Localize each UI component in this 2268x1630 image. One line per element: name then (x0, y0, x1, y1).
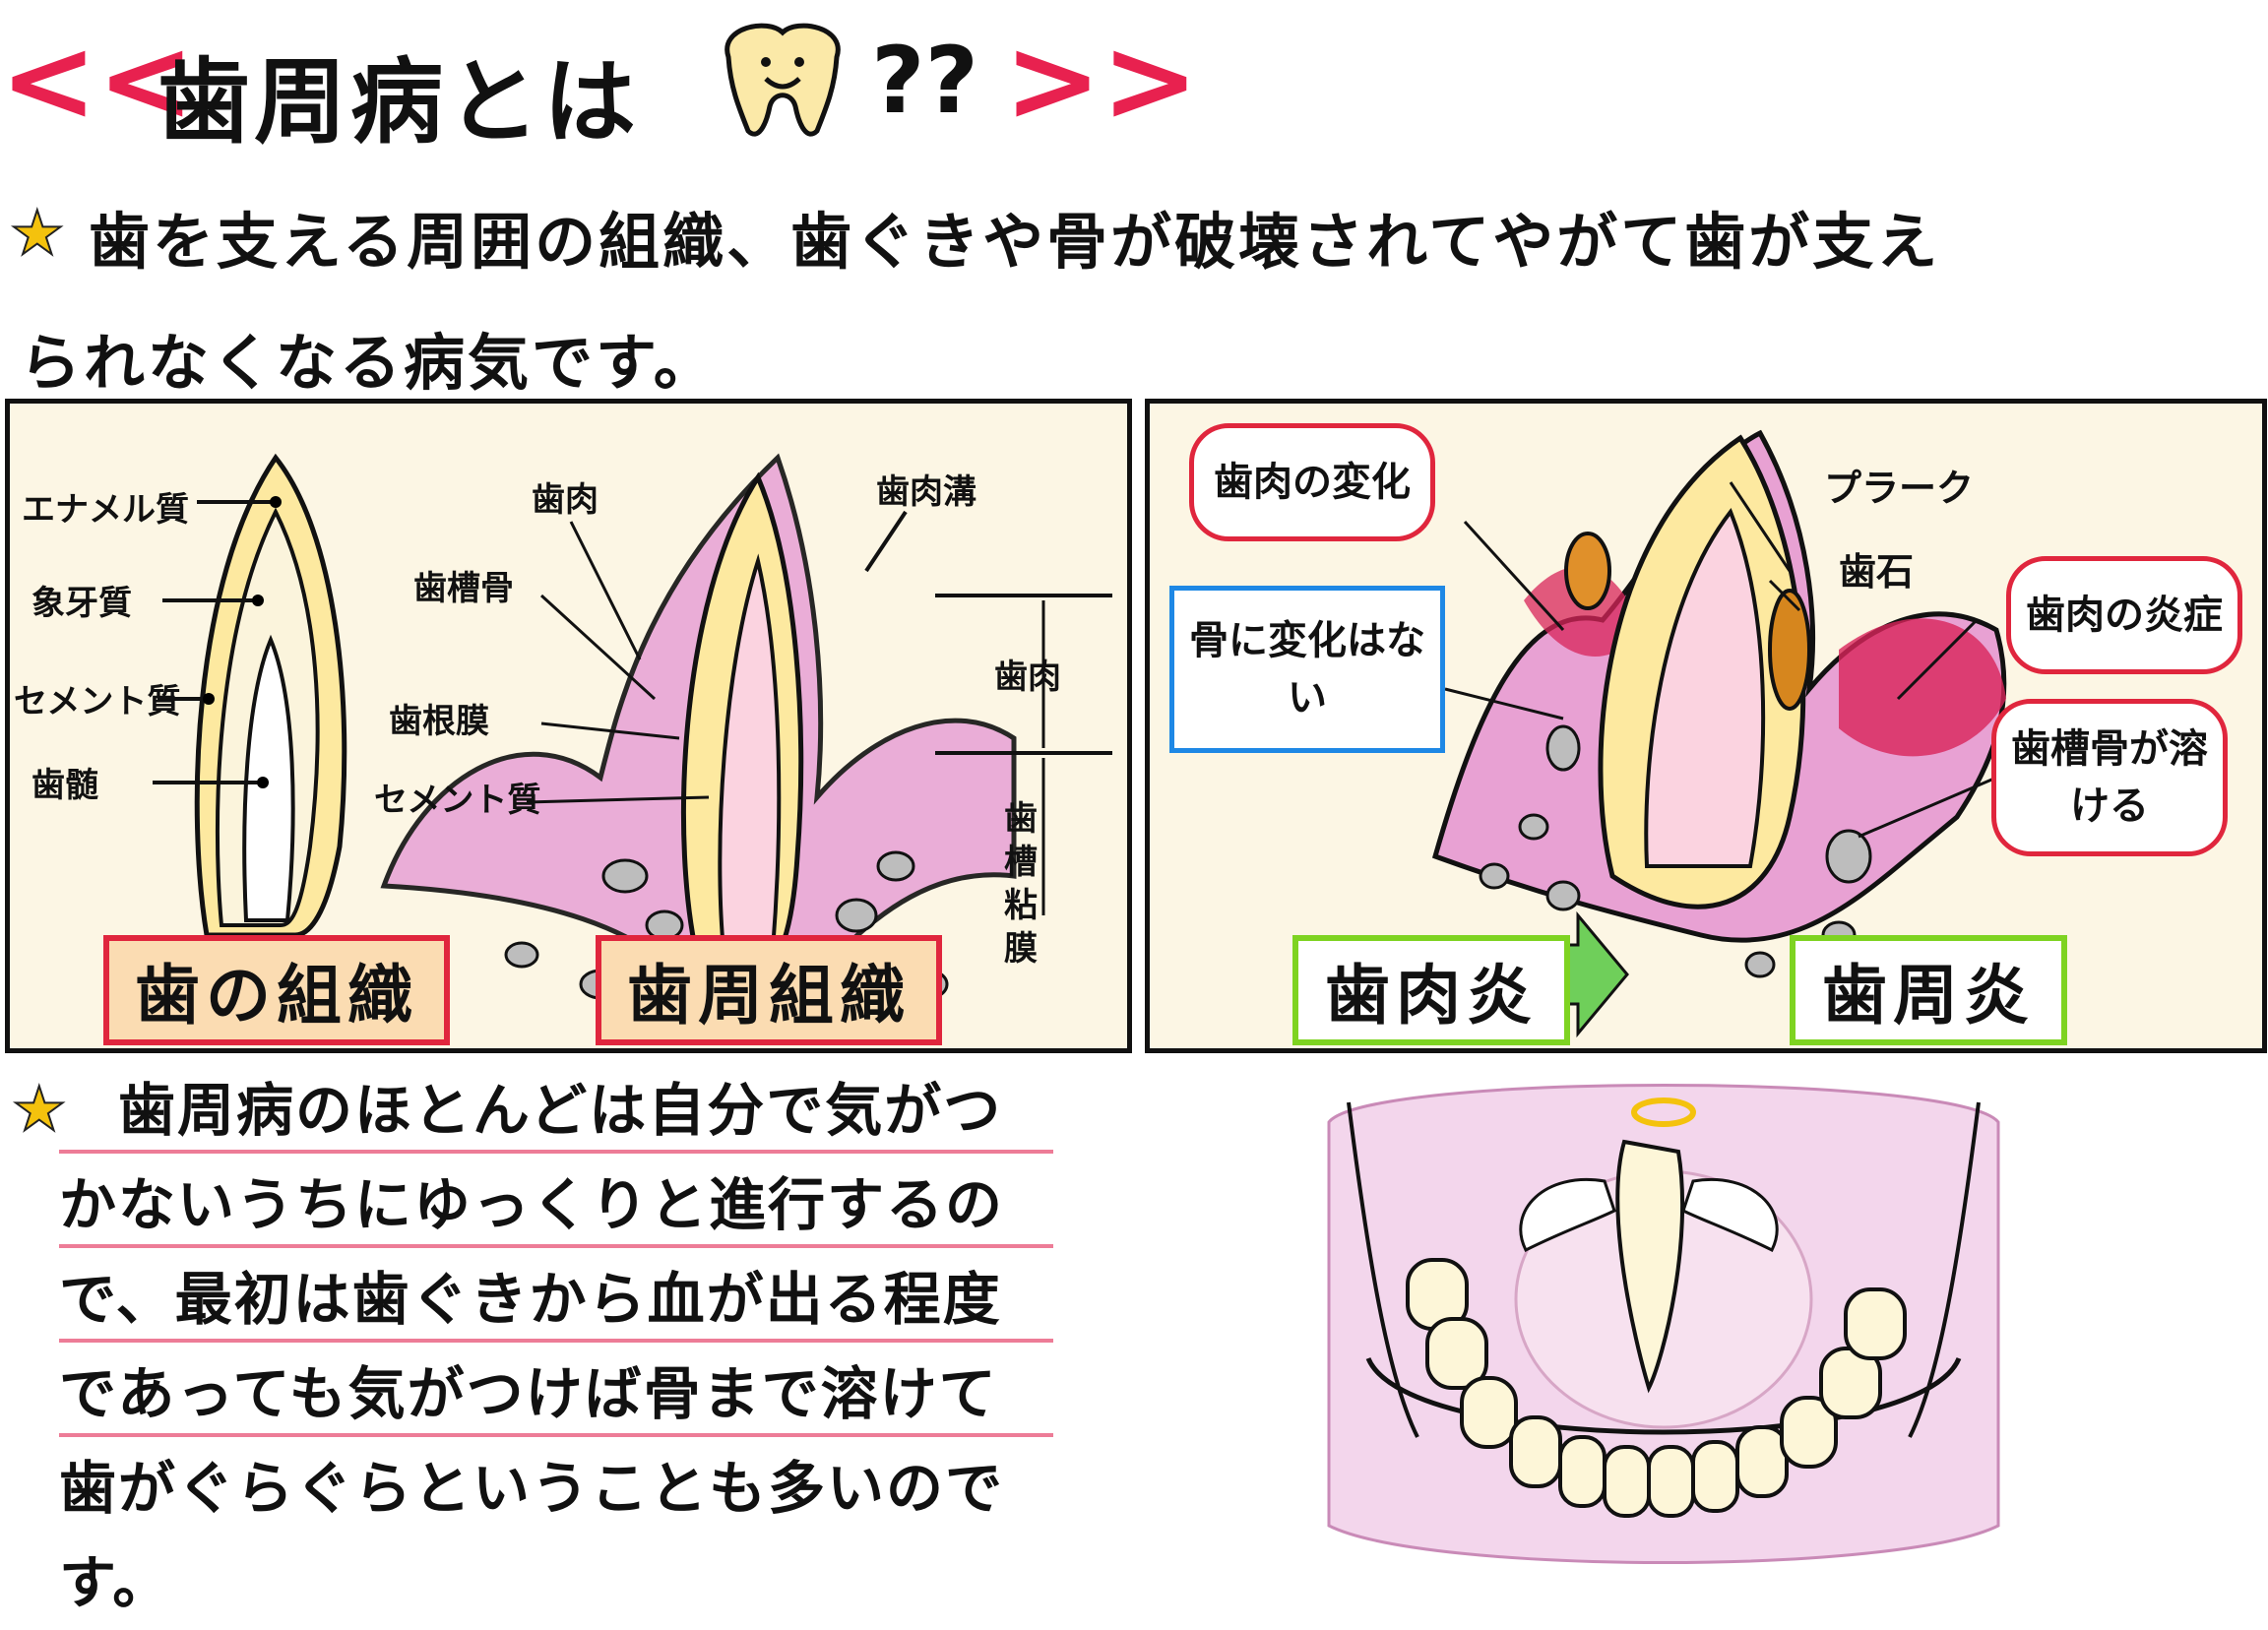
tooth-tissue-box: 歯の組織 (103, 935, 450, 1045)
left-chevrons: << (0, 12, 195, 148)
tissue-diagram-panel: エナメル質 象牙質 セメント質 歯髄 歯肉 歯槽骨 歯根膜 セメント質 歯肉溝 … (5, 399, 1132, 1053)
label-alveolar-bone: 歯槽骨 (413, 569, 514, 608)
label-pdl: 歯根膜 (389, 702, 489, 741)
label-alveolar-mucosa: 歯槽粘膜 (1004, 799, 1038, 969)
callout-gum-inflammation: 歯肉の炎症 (2006, 556, 2242, 674)
periodontal-tissue-box: 歯周組織 (596, 935, 942, 1045)
tooth-tissue-illustration (153, 453, 1112, 1009)
callout-no-bone-change: 骨に変化はない (1169, 586, 1445, 753)
label-pulp: 歯髄 (32, 766, 98, 805)
mouth-illustration (1327, 1084, 2000, 1564)
label-dentin: 象牙質 (32, 584, 132, 623)
smiling-tooth-icon (724, 23, 841, 137)
label-cementum-2: セメント質 (374, 781, 541, 820)
label-gum-range: 歯肉 (994, 658, 1061, 697)
underline-4 (59, 1433, 1053, 1437)
label-cementum: セメント質 (14, 682, 181, 721)
underline-2 (59, 1244, 1053, 1248)
intro-line-2: られなくなる病気です。 (20, 327, 718, 399)
label-gum: 歯肉 (532, 480, 598, 520)
label-plaque: プラーク (1824, 467, 1975, 510)
periodontitis-box: 歯周炎 (1790, 935, 2067, 1045)
underline-3 (59, 1339, 1053, 1343)
underline-1 (59, 1150, 1053, 1154)
star-icon-2: ★ (11, 1072, 68, 1146)
star-icon: ★ (9, 196, 66, 270)
page-title: 歯周病とは (158, 49, 641, 157)
bottom-description: 歯周病のほとんどは自分で気がつかないうちにゆっくりと進行するので、最初は歯ぐきか… (59, 1077, 1005, 1616)
callout-bone-melts: 歯槽骨が溶ける (1991, 699, 2228, 856)
right-chevrons: >> (1004, 12, 1199, 148)
question-marks: ?? (871, 28, 979, 135)
callout-gum-change: 歯肉の変化 (1189, 423, 1435, 541)
label-calculus: 歯石 (1839, 550, 1915, 594)
gingivitis-box: 歯肉炎 (1292, 935, 1570, 1045)
label-gingival-sulcus: 歯肉溝 (876, 472, 976, 512)
intro-line-1: 歯を支える周囲の組織、歯ぐきや骨が破壊されてやがて歯が支え (89, 206, 1941, 278)
disease-diagram-panel: 歯肉の変化 骨に変化はない プラーク 歯石 歯肉の炎症 歯槽骨が溶ける 歯肉炎 … (1145, 399, 2267, 1053)
label-enamel: エナメル質 (22, 490, 189, 530)
